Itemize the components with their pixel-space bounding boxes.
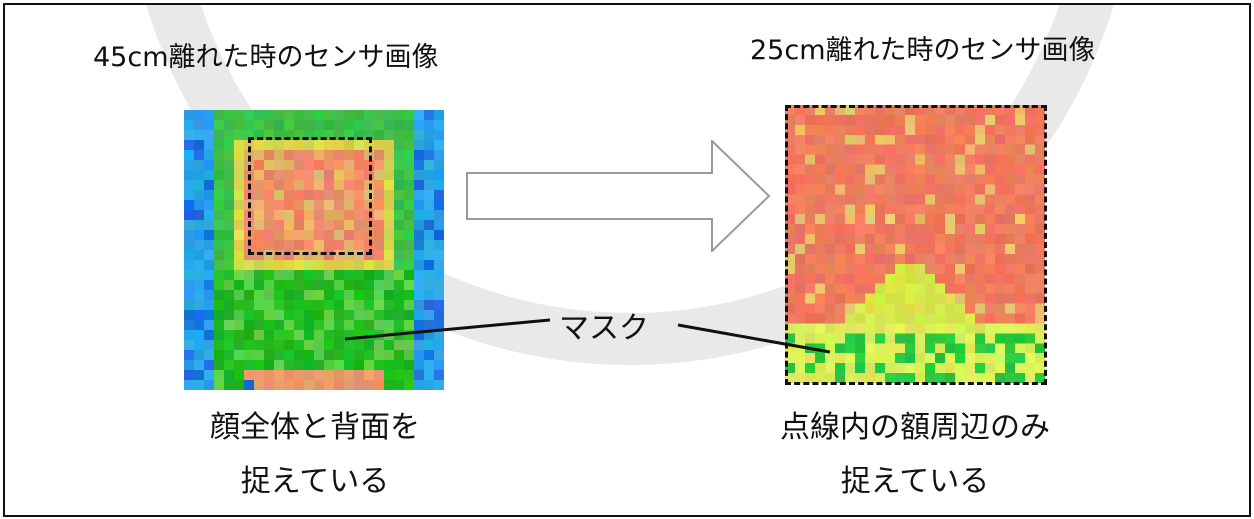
title-45cm: 45cm離れた時のセンサ画像 <box>93 42 439 73</box>
caption-right-line1: 点線内の額周辺のみ <box>780 410 1050 445</box>
caption-left-line2: 捉えている <box>240 464 390 499</box>
callout-line-right <box>677 323 831 354</box>
caption-left-line1: 顔全体と背面を <box>210 410 420 445</box>
forehead-region-dashed-box-closeup <box>785 105 1047 385</box>
forehead-region-dashed-box <box>248 137 372 255</box>
title-25cm: 25cm離れた時のセンサ画像 <box>750 35 1096 66</box>
mask-label: マスク <box>559 311 649 346</box>
callout-line-left <box>344 318 551 341</box>
caption-right-line2: 捉えている <box>840 464 990 499</box>
thermal-image-45cm <box>184 110 444 390</box>
thermal-image-25cm <box>785 105 1045 383</box>
right-arrow-icon <box>466 140 771 252</box>
